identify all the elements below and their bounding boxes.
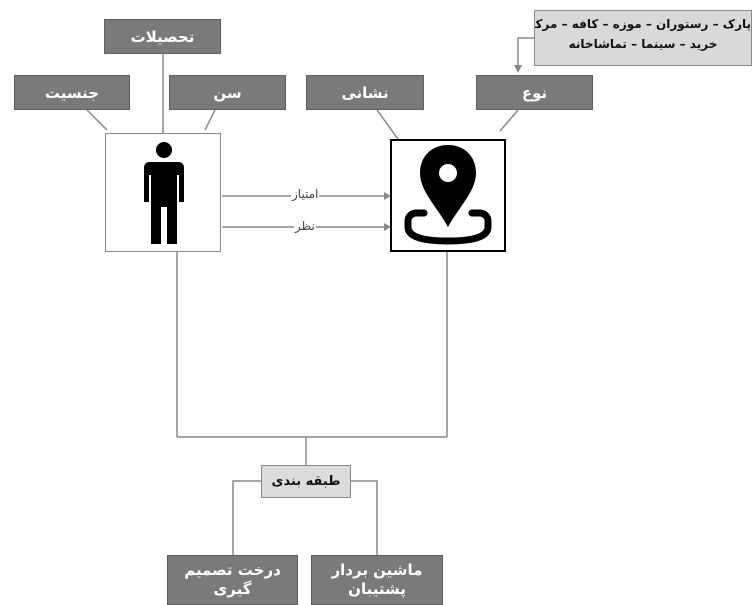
decision-tree-line-2: گیری <box>213 580 252 598</box>
svm-line-1: ماشین بردار <box>331 561 423 579</box>
place-types-line-1: پارک – رستوران – موزه – کافه – مرکز <box>534 17 751 31</box>
place-types-box: پارک – رستوران – موزه – کافه – مرکز خرید… <box>534 10 752 66</box>
age-box: سن <box>169 75 286 110</box>
classification-box: طبقه بندی <box>261 465 351 498</box>
address-box: نشانی <box>306 75 424 110</box>
person-node <box>105 133 221 252</box>
age-label: سن <box>213 83 242 102</box>
gender-box: جنسیت <box>14 75 130 110</box>
gender-label: جنسیت <box>44 83 100 102</box>
type-box: نوع <box>476 75 593 110</box>
type-label: نوع <box>521 83 548 102</box>
rating-label: امتیاز <box>291 187 320 201</box>
person-icon <box>144 142 184 244</box>
comment-label: نظر <box>294 219 316 233</box>
decision-tree-line-1: درخت تصمیم <box>184 561 281 579</box>
place-node <box>390 139 506 252</box>
education-label: تحصیلات <box>130 27 195 46</box>
classification-label: طبقه بندی <box>271 474 341 489</box>
svm-box: ماشین بردار پشتیبان <box>311 555 443 605</box>
education-box: تحصیلات <box>104 19 221 54</box>
address-label: نشانی <box>341 83 389 102</box>
decision-tree-box: درخت تصمیم گیری <box>167 555 298 605</box>
location-pin-icon <box>404 145 492 245</box>
svm-line-2: پشتیبان <box>348 580 406 598</box>
place-types-line-2: خرید – سینما – تماشاخانه <box>568 37 718 51</box>
